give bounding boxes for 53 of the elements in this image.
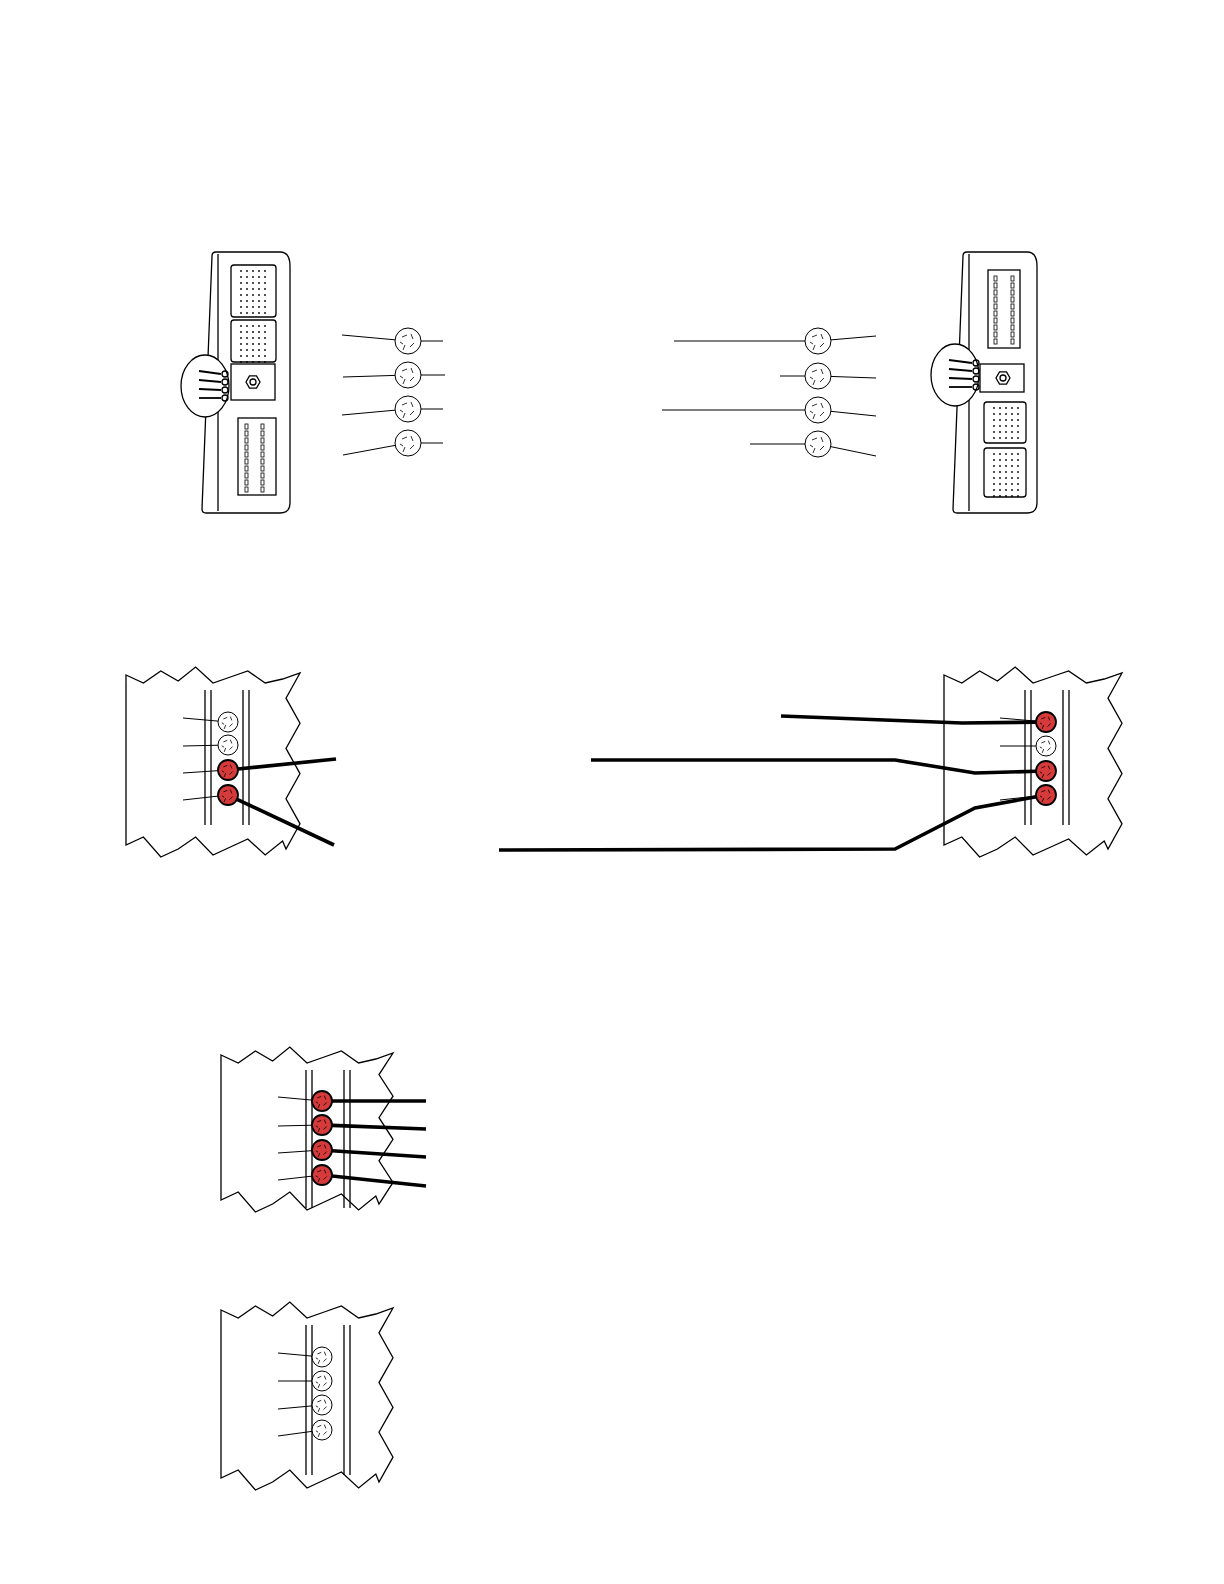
indicator-light	[394, 327, 422, 355]
leader-line	[182, 717, 219, 722]
leader-line	[277, 1150, 313, 1154]
leader-line	[830, 375, 877, 379]
leader-line	[182, 770, 219, 774]
leader-line	[341, 334, 396, 341]
leader-line	[277, 1380, 313, 1382]
leader-line	[591, 758, 1037, 775]
leader-line	[830, 410, 877, 417]
leader-line	[673, 340, 806, 342]
leader-line	[830, 446, 877, 457]
leader-line	[420, 408, 444, 410]
indicator-light	[311, 1419, 333, 1441]
leader-line	[277, 1124, 313, 1127]
indicator-light	[394, 429, 422, 457]
leader-line	[780, 714, 1036, 725]
indicator-light	[1035, 735, 1057, 757]
leader-line	[236, 797, 335, 847]
leader-line	[830, 335, 877, 341]
leader-line	[420, 374, 446, 376]
leader-line	[420, 340, 444, 342]
leader-line	[779, 375, 806, 377]
leader-line	[331, 1123, 427, 1131]
indicator-light	[394, 361, 422, 389]
indicator-light	[804, 362, 832, 390]
leader-line	[499, 795, 1037, 852]
leader-line	[331, 1148, 427, 1159]
leader-line	[277, 1405, 313, 1410]
indicator-light	[217, 711, 239, 733]
leader-line	[277, 1096, 313, 1101]
leader-line	[661, 409, 806, 411]
indicator-light	[804, 327, 832, 355]
indicator-light	[804, 430, 832, 458]
indicator-light	[311, 1370, 333, 1392]
leader-line	[999, 745, 1037, 747]
leader-line	[182, 744, 219, 747]
leader-line	[277, 1430, 313, 1437]
indicator-light	[217, 734, 239, 756]
leader-line	[277, 1175, 313, 1181]
indicator-light	[311, 1394, 333, 1416]
leader-line	[420, 442, 444, 444]
indicator-light	[311, 1346, 333, 1368]
leader-line	[341, 409, 396, 416]
indicator-light	[804, 396, 832, 424]
leader-line	[749, 443, 806, 445]
leader-line	[342, 444, 396, 456]
leader-line	[277, 1352, 313, 1357]
leader-line	[182, 795, 219, 801]
leader-line	[237, 757, 337, 771]
leader-line	[331, 1174, 427, 1188]
indicator-light	[394, 395, 422, 423]
leader-line	[332, 1099, 426, 1103]
leader-line	[342, 374, 396, 378]
